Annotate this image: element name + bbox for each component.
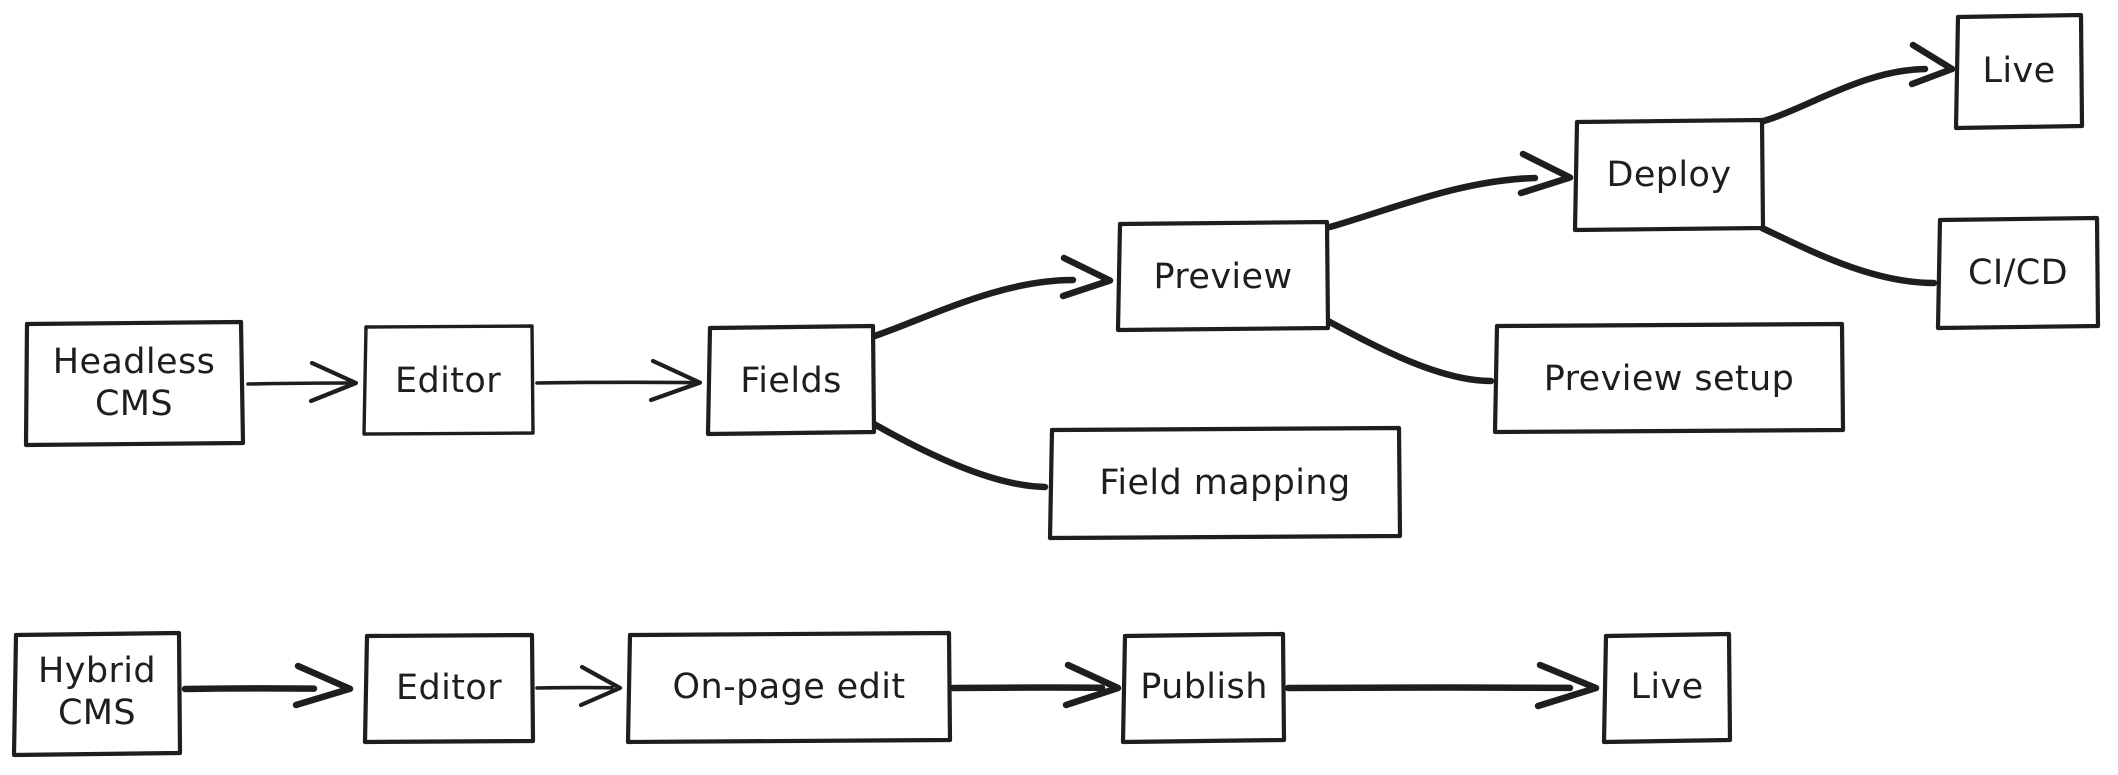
- edge-publish-to-live[interactable]: [1284, 661, 1600, 710]
- node-on-page-edit[interactable]: On-page edit: [625, 630, 953, 745]
- node-border: [1935, 215, 2101, 331]
- node-label: Live: [1982, 51, 2055, 91]
- node-hybrid-cms[interactable]: Hybrid CMS: [11, 630, 183, 758]
- node-border: [1115, 219, 1331, 333]
- arrowhead-icon: [1534, 661, 1600, 710]
- arrowhead-icon: [308, 360, 359, 404]
- edge-on-page-edit-to-publish[interactable]: [949, 661, 1122, 709]
- edge-deploy-to-ci-cd[interactable]: [1758, 224, 1938, 287]
- node-label: Preview setup: [1544, 359, 1794, 399]
- node-border: [1601, 631, 1733, 745]
- node-border: [1953, 12, 2085, 131]
- node-border: [705, 323, 877, 437]
- node-fields[interactable]: Fields: [705, 323, 877, 437]
- node-headless-cms[interactable]: Headless CMS: [23, 319, 246, 448]
- node-label: Deploy: [1607, 155, 1732, 195]
- arrowhead-icon: [1908, 41, 1956, 88]
- edge-deploy-to-live[interactable]: [1756, 41, 1956, 126]
- edge-line: [868, 276, 1077, 341]
- node-border: [362, 324, 535, 436]
- node-border: [1047, 425, 1403, 541]
- edge-preview-to-preview-setup[interactable]: [1324, 317, 1495, 385]
- node-label-2: CMS: [95, 384, 173, 424]
- node-label: Editor: [395, 361, 501, 401]
- node-label: Fields: [740, 361, 841, 401]
- node-border: [1492, 321, 1846, 435]
- edge-line: [1324, 317, 1495, 385]
- node-preview-setup[interactable]: Preview setup: [1492, 321, 1846, 435]
- node-border: [23, 319, 246, 448]
- node-publish[interactable]: Publish: [1120, 631, 1287, 745]
- node-label: Hybrid: [38, 651, 156, 691]
- edge-line: [1758, 224, 1938, 287]
- arrowhead-icon: [648, 358, 703, 403]
- edge-line: [535, 380, 696, 385]
- edge-line: [870, 420, 1049, 491]
- arrowhead-icon: [1517, 150, 1574, 197]
- node-border: [11, 630, 183, 758]
- node-label: Live: [1630, 667, 1703, 707]
- edge-fields-to-field-mapping[interactable]: [870, 420, 1049, 491]
- node-field-mapping[interactable]: Field mapping: [1047, 425, 1403, 541]
- node-label: On-page edit: [673, 667, 906, 707]
- edge-editor-to-on-page-edit[interactable]: [535, 664, 623, 708]
- node-border: [1120, 631, 1287, 745]
- node-ci-cd[interactable]: CI/CD: [1935, 215, 2101, 331]
- edge-layer: [181, 41, 1956, 710]
- edge-line: [181, 685, 318, 693]
- node-border: [625, 630, 953, 745]
- node-label: Editor: [396, 668, 502, 708]
- node-layer: Headless CMS Editor Fields Preview F: [11, 12, 2101, 758]
- node-label: Field mapping: [1099, 463, 1350, 503]
- edge-hybrid-to-editor[interactable]: [181, 662, 354, 709]
- node-deploy[interactable]: Deploy: [1572, 117, 1766, 233]
- edge-line: [1756, 65, 1929, 126]
- node-live-bottom[interactable]: Live: [1601, 631, 1733, 745]
- arrowhead-icon: [292, 662, 354, 709]
- edge-line: [1284, 684, 1574, 692]
- node-editor-bottom[interactable]: Editor: [362, 632, 536, 745]
- arrowhead-icon: [578, 664, 623, 708]
- node-label: Preview: [1153, 257, 1292, 297]
- arrowhead-icon: [1062, 661, 1122, 709]
- node-border: [362, 632, 536, 745]
- edge-line: [246, 381, 352, 386]
- edge-fields-to-preview[interactable]: [868, 254, 1114, 341]
- node-label-2: CMS: [58, 693, 136, 733]
- edge-headless-to-editor[interactable]: [246, 360, 359, 404]
- edge-line: [1326, 174, 1539, 231]
- node-border: [1572, 117, 1766, 233]
- edge-editor-to-fields[interactable]: [535, 358, 703, 403]
- node-live-top[interactable]: Live: [1953, 12, 2085, 131]
- node-label: Publish: [1140, 667, 1268, 707]
- edge-preview-to-deploy[interactable]: [1326, 150, 1574, 231]
- node-editor-top[interactable]: Editor: [362, 324, 535, 436]
- node-preview[interactable]: Preview: [1115, 219, 1331, 333]
- arrowhead-icon: [1059, 254, 1114, 300]
- node-label: CI/CD: [1968, 253, 2068, 293]
- node-label: Headless: [53, 342, 215, 382]
